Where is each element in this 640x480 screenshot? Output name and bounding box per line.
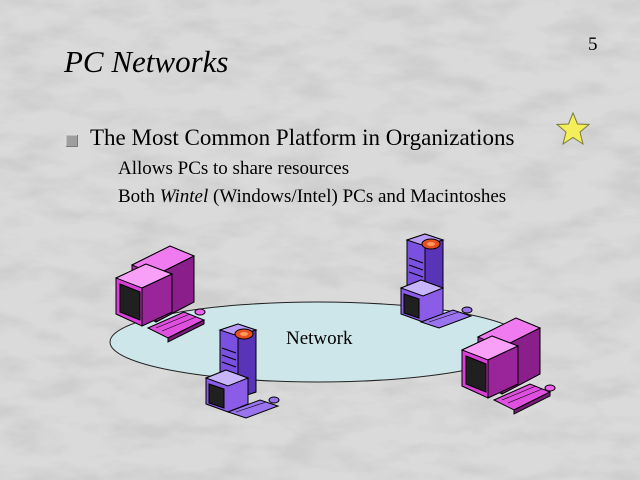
network-label: Network xyxy=(286,328,353,349)
page-number: 5 xyxy=(588,34,598,55)
server-tower-icon xyxy=(399,233,473,329)
slide-title: PC Networks xyxy=(64,44,229,79)
sub-bullet-suffix: (Windows/Intel) PCs and Macintoshes xyxy=(208,186,507,207)
desktop-pc-icon xyxy=(460,317,556,415)
sub-bullet-italic: Wintel xyxy=(159,186,209,207)
desktop-pc-icon xyxy=(114,245,206,343)
sub-bullet-platforms: Both Wintel (Windows/Intel) PCs and Maci… xyxy=(118,186,506,208)
bullet-square-icon xyxy=(66,135,78,147)
sub-bullet-prefix: Both xyxy=(118,186,160,207)
server-tower-icon xyxy=(204,323,280,419)
sub-bullet-share-resources: Allows PCs to share resources xyxy=(118,158,350,179)
star-icon xyxy=(555,112,591,146)
bullet-text: The Most Common Platform in Organization… xyxy=(90,125,515,150)
